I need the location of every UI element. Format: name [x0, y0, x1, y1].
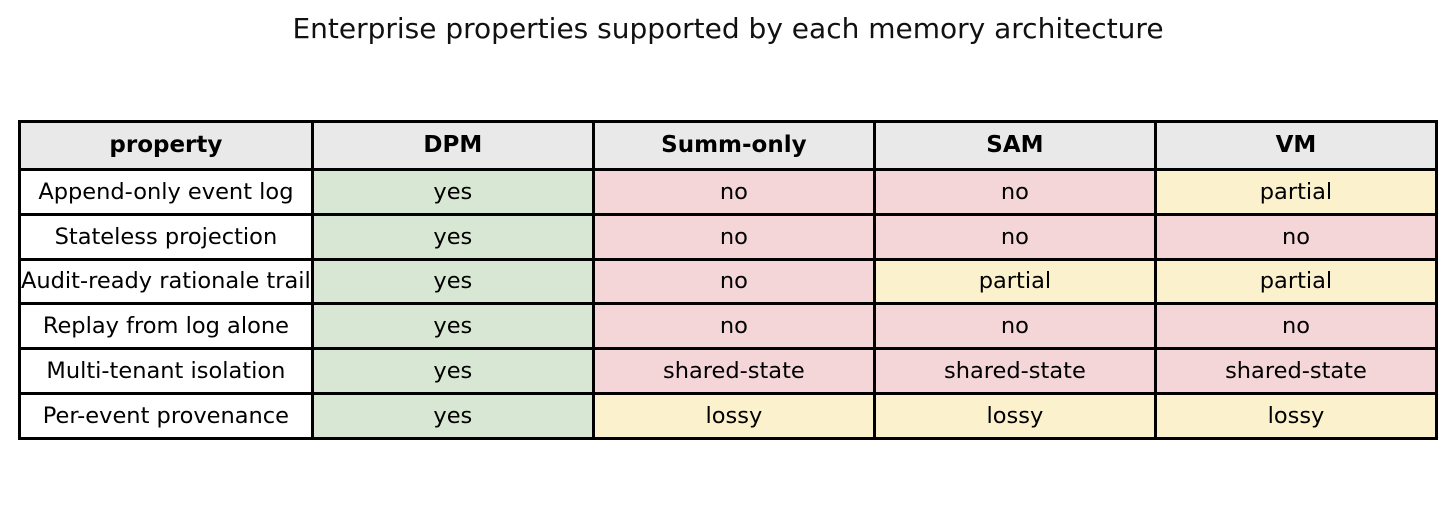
- table-cell: shared-state: [591, 347, 873, 393]
- row-label-append-only-event-log: Append-only event log: [21, 167, 311, 213]
- table-cell: partial: [1153, 257, 1435, 303]
- row-label-audit-ready-rationale-trail: Audit-ready rationale trail: [21, 257, 311, 303]
- table-cell: yes: [310, 257, 592, 303]
- row-label-text: Per-event provenance: [42, 403, 290, 430]
- row-label-stateless-projection: Stateless projection: [21, 212, 311, 258]
- properties-table: property DPM Summ-only SAM VM Append-onl…: [18, 120, 1438, 440]
- column-header-sam: SAM: [872, 123, 1154, 168]
- row-label-text: Replay from log alone: [42, 313, 289, 340]
- table-cell: no: [872, 167, 1154, 213]
- table-cell: no: [591, 302, 873, 348]
- table-cell: no: [872, 302, 1154, 348]
- table-cell: no: [591, 257, 873, 303]
- table-cell: lossy: [1153, 392, 1435, 437]
- table-cell: shared-state: [1153, 347, 1435, 393]
- table-cell: partial: [872, 257, 1154, 303]
- table-cell: no: [591, 212, 873, 258]
- table-cell: no: [591, 167, 873, 213]
- table-cell: no: [1153, 302, 1435, 348]
- column-header-summ-only: Summ-only: [591, 123, 873, 168]
- column-header-vm: VM: [1153, 123, 1435, 168]
- table-cell: yes: [310, 167, 592, 213]
- table-cell: shared-state: [872, 347, 1154, 393]
- row-label-text: Audit-ready rationale trail: [21, 268, 311, 295]
- row-label-multi-tenant-isolation: Multi-tenant isolation: [21, 347, 311, 393]
- table-cell: yes: [310, 212, 592, 258]
- table-cell: partial: [1153, 167, 1435, 213]
- column-header-property: property: [21, 123, 311, 168]
- table-cell: yes: [310, 302, 592, 348]
- column-header-dpm: DPM: [310, 123, 592, 168]
- row-label-text: Append-only event log: [38, 178, 294, 205]
- row-label-text: Multi-tenant isolation: [46, 358, 286, 385]
- row-label-text: Stateless projection: [54, 223, 278, 250]
- page-title: Enterprise properties supported by each …: [292, 12, 1164, 45]
- table-cell: yes: [310, 347, 592, 393]
- row-label-replay-from-log-alone: Replay from log alone: [21, 302, 311, 348]
- table-cell: no: [1153, 212, 1435, 258]
- table-cell: no: [872, 212, 1154, 258]
- table-cell: lossy: [872, 392, 1154, 437]
- table-cell: lossy: [591, 392, 873, 437]
- table-cell: yes: [310, 392, 592, 437]
- row-label-per-event-provenance: Per-event provenance: [21, 392, 311, 437]
